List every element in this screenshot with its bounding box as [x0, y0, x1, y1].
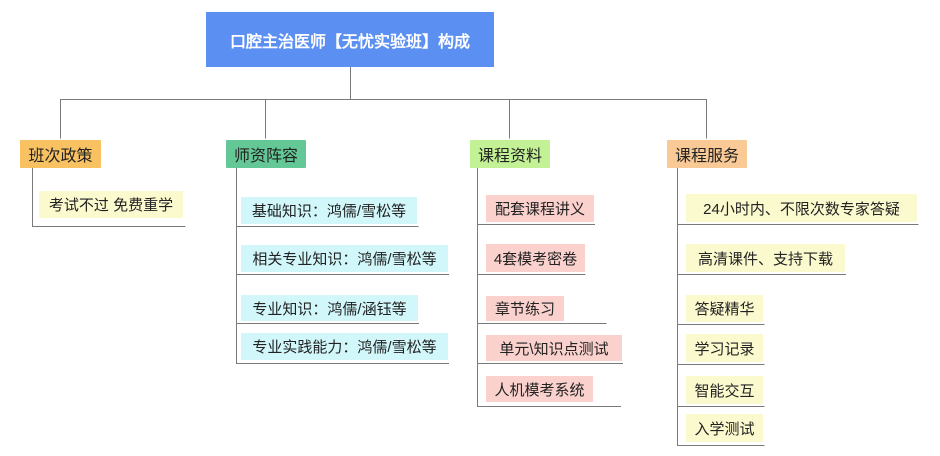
- topic-materials-mock-papers: 4套模考密卷: [486, 244, 585, 272]
- topic-materials-handouts: 配套课程讲义: [486, 195, 594, 222]
- root-topic: 口腔主治医师【无忧实验班】构成: [206, 12, 494, 67]
- topic-faculty-practice: 专业实践能力：鸿儒/雪松等: [241, 333, 448, 360]
- topic-services-entry-test: 入学测试: [686, 414, 763, 442]
- topic-services-interaction: 智能交互: [686, 376, 763, 404]
- topic-materials-unit-test: 单元\知识点测试: [486, 335, 622, 361]
- topic-faculty-related: 相关专业知识：鸿儒/雪松等: [241, 245, 448, 272]
- topic-faculty-basic: 基础知识：鸿儒/雪松等: [241, 197, 417, 224]
- topic-services-courseware: 高清课件、支持下载: [686, 244, 845, 272]
- topic-materials-chapter: 章节练习: [486, 296, 564, 321]
- topic-services-qa-digest: 答疑精华: [686, 295, 763, 322]
- topic-faculty-professional: 专业知识：鸿儒/涵钰等: [241, 295, 418, 321]
- topic-services-expert-qa: 24小时内、不限次数专家答疑: [686, 194, 917, 222]
- topic-materials-mock-system: 人机模考系统: [486, 376, 593, 402]
- branch-materials: 课程资料: [470, 140, 550, 168]
- topic-policy-refund: 考试不过 免费重学: [39, 191, 183, 218]
- branch-policy: 班次政策: [20, 140, 101, 168]
- branch-faculty: 师资阵容: [226, 140, 306, 168]
- branch-services: 课程服务: [667, 140, 747, 168]
- topic-services-study-log: 学习记录: [686, 334, 763, 362]
